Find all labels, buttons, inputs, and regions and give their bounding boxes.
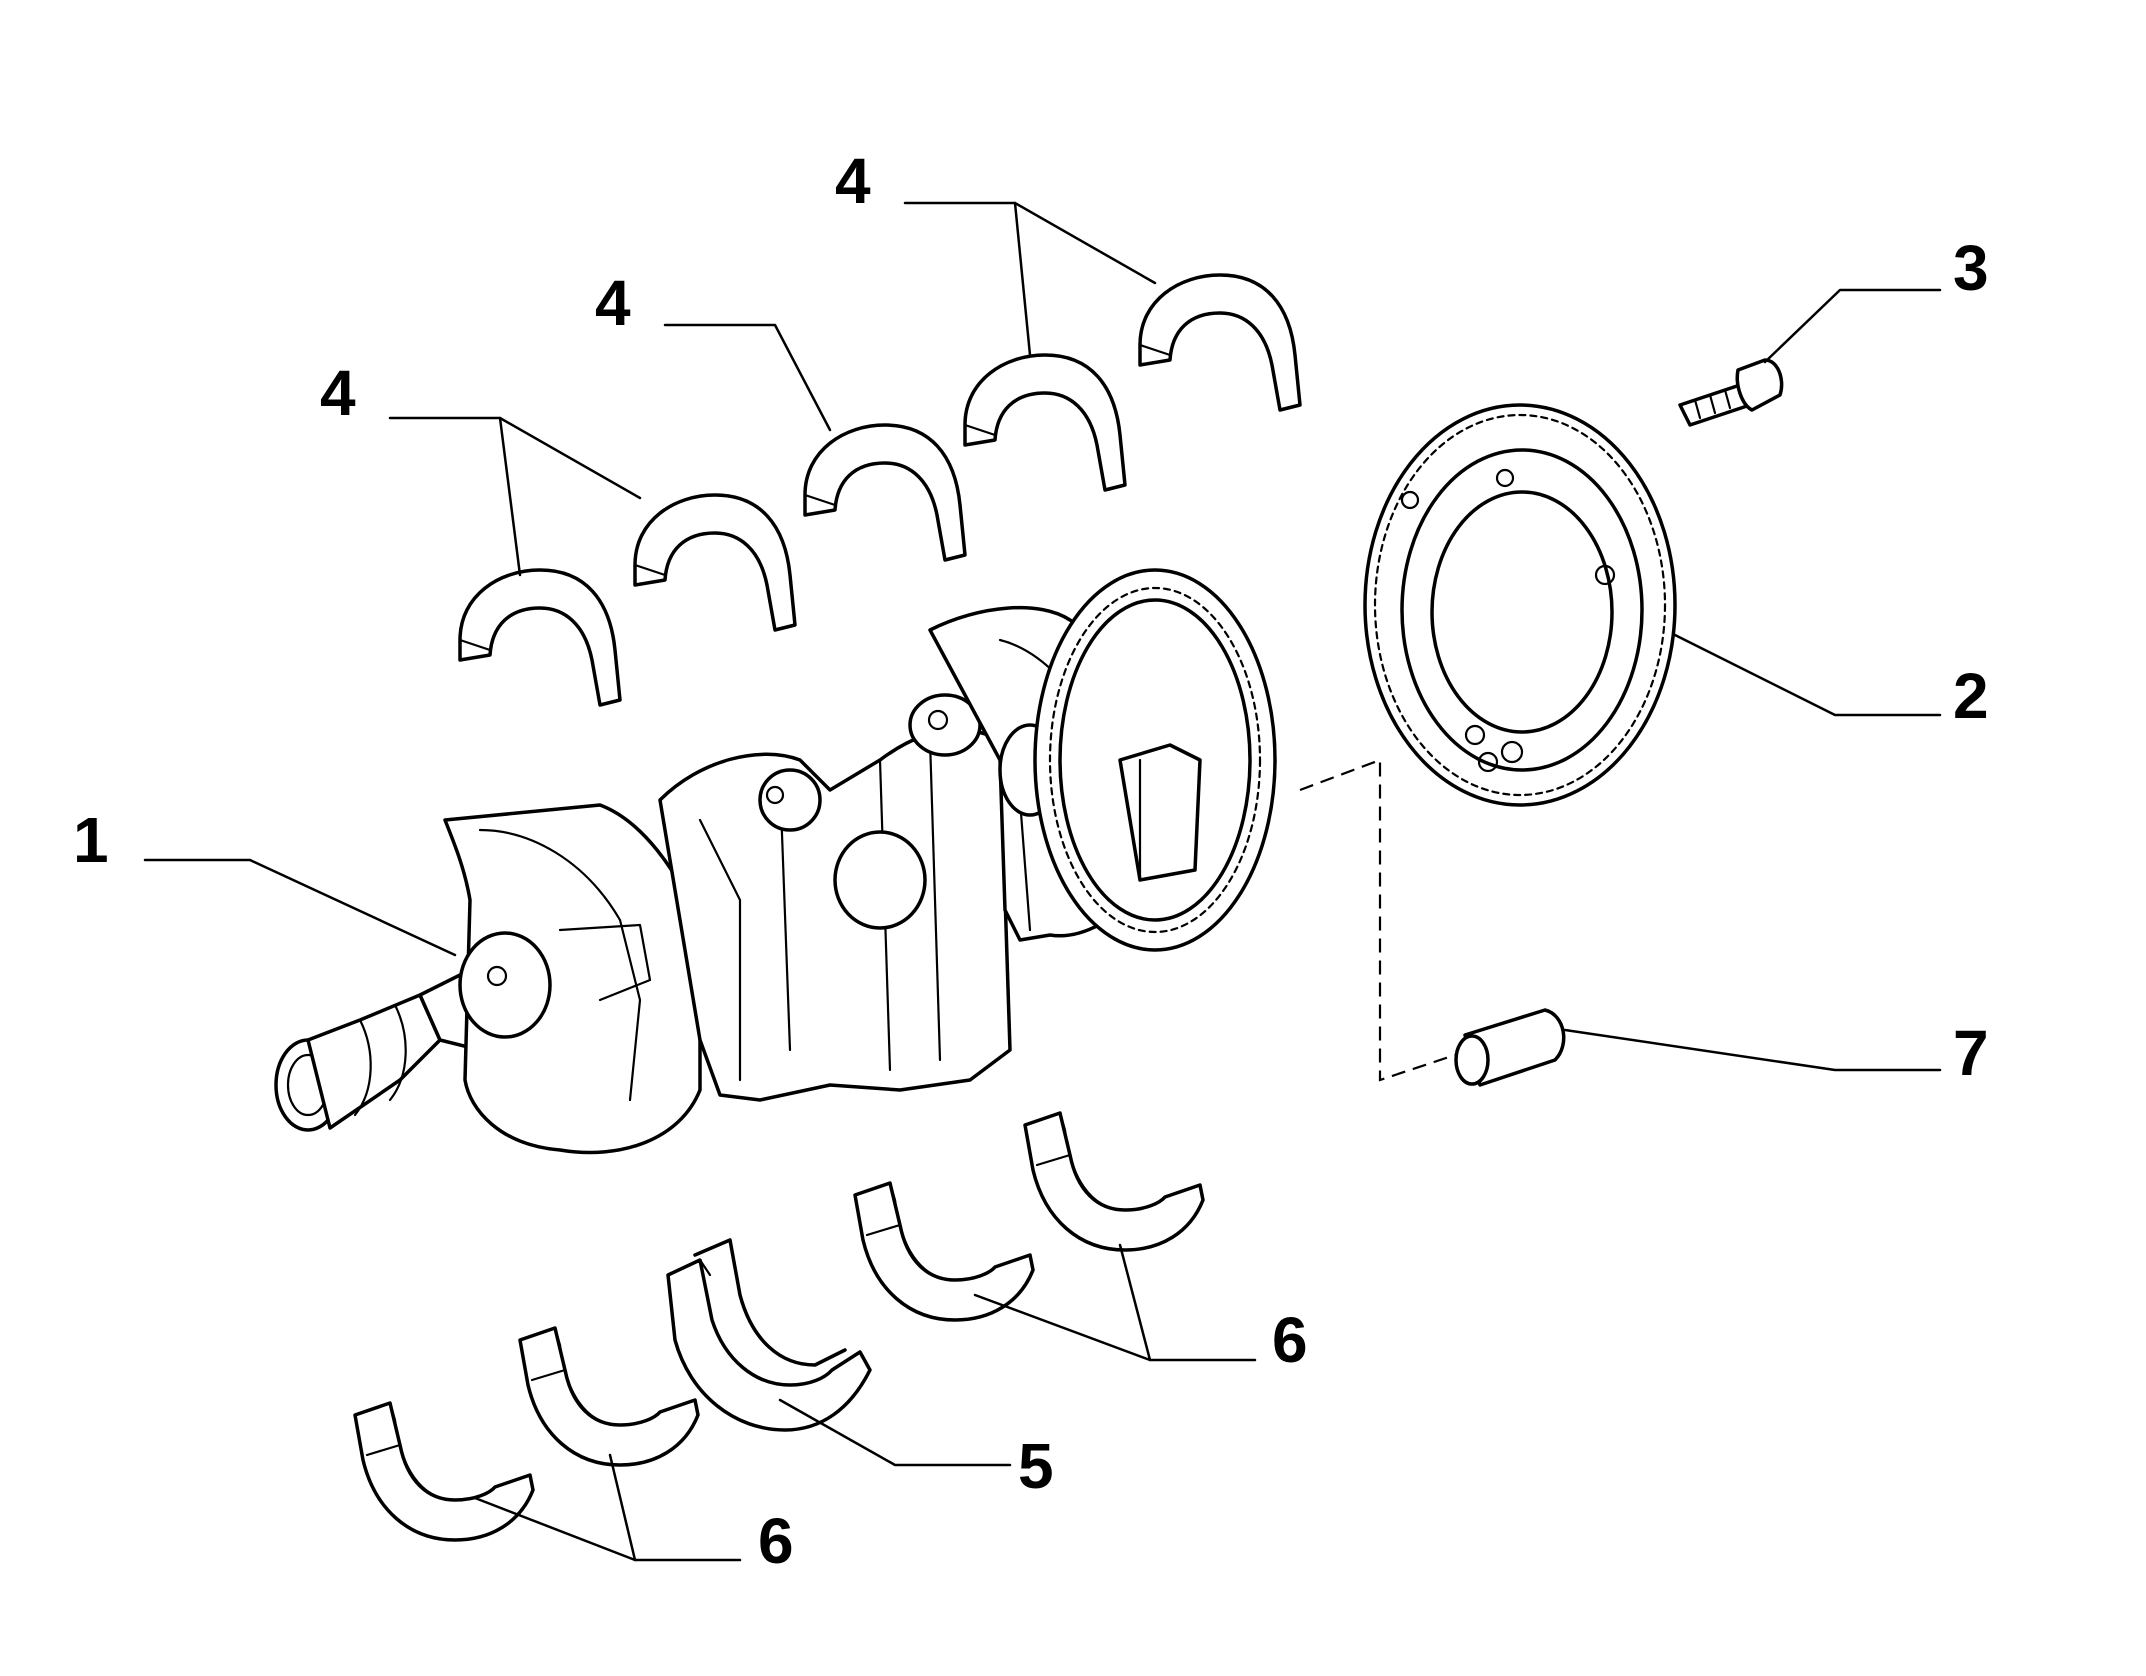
leader-4b xyxy=(663,323,832,432)
callout-numbers: 1 2 3 4 4 4 5 6 6 7 xyxy=(73,145,1989,1577)
crankshaft xyxy=(274,568,1277,1155)
leader-4c xyxy=(903,201,1032,357)
leader-4a xyxy=(388,416,522,577)
lower-bearing-shell-2 xyxy=(518,1326,700,1467)
thrust-bearing-shell xyxy=(666,1238,872,1432)
leader-1 xyxy=(143,858,457,957)
callout-7: 7 xyxy=(1953,1017,1989,1089)
leader-5 xyxy=(778,1398,1012,1467)
upper-bearing-shell-3 xyxy=(803,423,967,562)
dowel-pin xyxy=(1454,1008,1566,1087)
callout-4-middle: 4 xyxy=(595,267,631,339)
upper-bearing-shell-2 xyxy=(633,493,797,632)
callout-4-left: 4 xyxy=(320,357,356,429)
leader-6a xyxy=(1118,1243,1257,1362)
leader-2 xyxy=(1673,633,1942,717)
upper-bearing-shell-1 xyxy=(458,568,622,707)
lower-bearing-shell-4 xyxy=(1023,1111,1205,1252)
callout-6-right: 6 xyxy=(1272,1304,1308,1376)
callout-2: 2 xyxy=(1953,660,1989,732)
leader-3 xyxy=(1763,288,1942,364)
callout-3: 3 xyxy=(1953,232,1989,304)
lower-bearing-shell-3 xyxy=(853,1181,1035,1322)
callout-4-right: 4 xyxy=(835,145,871,217)
upper-bearing-shell-4 xyxy=(963,353,1127,492)
alignment-dashed-line xyxy=(1299,758,1456,1082)
upper-bearing-shell-5 xyxy=(1138,273,1302,412)
callout-6-left: 6 xyxy=(758,1505,794,1577)
timing-ring-gear xyxy=(1363,403,1677,807)
lower-bearing-shell-1 xyxy=(353,1401,535,1542)
leader-lines xyxy=(143,201,1942,1562)
callout-1: 1 xyxy=(73,804,109,876)
callout-5: 5 xyxy=(1018,1430,1054,1502)
leader-6b xyxy=(608,1453,742,1562)
leader-7 xyxy=(1563,1028,1942,1072)
gear-bolt xyxy=(1678,358,1784,427)
